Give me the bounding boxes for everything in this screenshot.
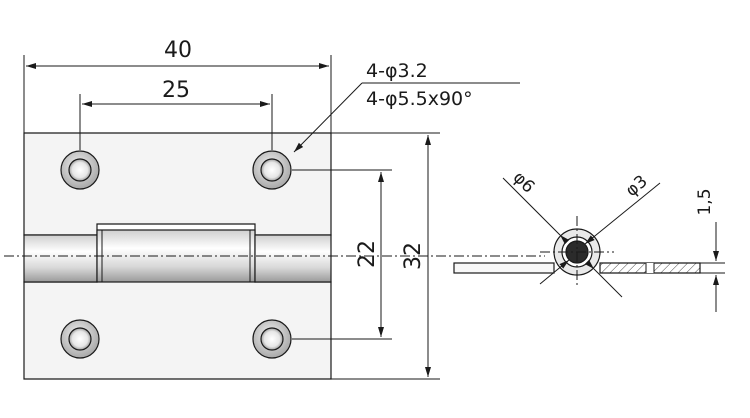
leaf-thickness-label: 1,5: [695, 188, 715, 215]
overall-width-label: 40: [164, 38, 192, 63]
side-leaf-left: [453, 262, 555, 274]
hole-spacing-vertical-label: 22: [355, 240, 380, 268]
dimension-knuckle-diameter: φ6: [502, 168, 623, 298]
dimension-overall-height: 32: [331, 132, 440, 380]
knuckle-diameter-label: φ6: [509, 168, 539, 198]
countersunk-hole-top-left: [60, 150, 100, 190]
hole-callout-bottom: 4-φ5.5x90°: [366, 88, 473, 110]
hole-callout: 4-φ3.2 4-φ5.5x90°: [293, 60, 520, 153]
hole-spacing-label: 25: [162, 78, 190, 103]
pin-diameter-label: φ3: [622, 171, 652, 200]
barrel-knuckle-right: [254, 234, 332, 283]
hole-callout-top: 4-φ3.2: [366, 60, 428, 82]
side-view: [453, 216, 701, 288]
dimension-leaf-thickness: 1,5: [695, 188, 725, 312]
dimension-hole-spacing: 25: [79, 78, 273, 150]
countersunk-hole-bottom-right: [252, 319, 292, 359]
overall-height-label: 32: [401, 242, 426, 270]
dimension-overall-width: 40: [23, 38, 332, 133]
front-view: [4, 132, 545, 380]
dimension-hole-spacing-vertical: 22: [292, 169, 392, 340]
barrel-knuckle-left: [23, 234, 98, 283]
countersunk-hole-top-right: [252, 150, 292, 190]
countersunk-hole-bottom-left: [60, 319, 100, 359]
